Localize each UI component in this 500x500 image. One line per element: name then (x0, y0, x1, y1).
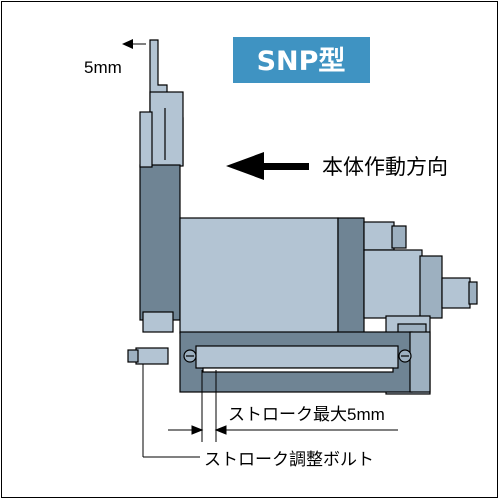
body-flange (337, 217, 365, 337)
top-stroke-label: 5mm (84, 58, 122, 77)
body-housing (179, 217, 339, 334)
adjust-bolt (127, 347, 169, 365)
cylinder-rod (441, 277, 471, 309)
cylinder-cap-end (391, 225, 407, 249)
main-body (179, 217, 478, 395)
adjust-bolt-label: ストローク調整ボルト (204, 450, 374, 469)
stroke-max-arrow-left (191, 425, 204, 435)
stroke-max-dimension (168, 370, 398, 442)
top-stroke-indicator: 5mm (84, 39, 146, 77)
jaw-foot (142, 311, 174, 333)
direction-arrow-head (226, 152, 264, 180)
direction-arrow: 本体作動方向 (226, 152, 448, 180)
jaw-left-rib (139, 111, 153, 168)
title-badge: SNP型 (233, 37, 370, 83)
title-background (233, 37, 370, 83)
adjust-bolt-body (135, 347, 169, 365)
jaw-body (139, 164, 181, 321)
jaw-upper-block (149, 91, 184, 167)
rail-slot (195, 345, 399, 369)
stroke-max-label: ストローク最大5mm (228, 405, 385, 424)
cylinder-rod-end (468, 281, 478, 305)
title-text: SNP型 (257, 46, 346, 77)
stroke-max-arrow-right (214, 425, 227, 435)
cylinder-rear-flange (419, 255, 443, 319)
cylinder-cap (363, 221, 395, 251)
jaw-arm (139, 39, 184, 333)
direction-label: 本体作動方向 (322, 156, 448, 179)
cylinder-body (363, 249, 423, 319)
top-stroke-arrow-head (122, 39, 133, 49)
rail-end-block (409, 331, 431, 393)
rail-groove (202, 367, 394, 373)
adjust-bolt-head (127, 349, 139, 363)
direction-arrow-shaft (262, 163, 309, 170)
adjust-bolt-leader (142, 364, 200, 458)
base-rail (179, 331, 431, 393)
